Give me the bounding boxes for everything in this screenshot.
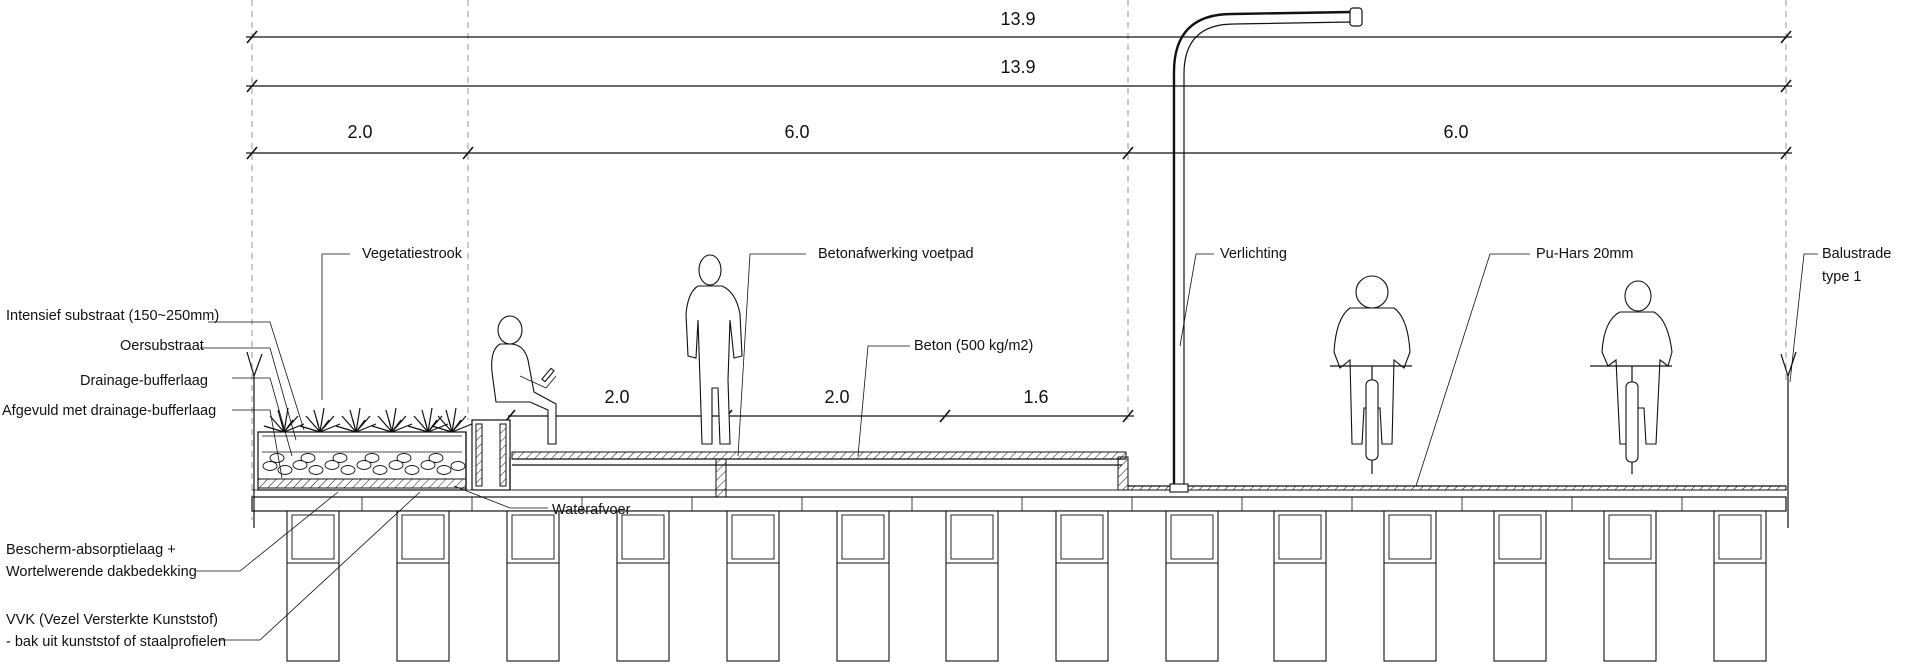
label-intensief-substraat: Intensief substraat (150~250mm) (6, 308, 219, 324)
dimension-segment-3: 6.0 (1443, 122, 1468, 142)
bridge-deck (251, 489, 1787, 512)
dimension-segment-1: 2.0 (347, 122, 372, 142)
dimension-line-total-2: 13.9 (246, 57, 1792, 93)
dimension-total-1: 13.9 (1000, 9, 1035, 29)
dimension-line-segments: 2.0 6.0 6.0 (246, 122, 1792, 160)
label-vvk-1: VVK (Vezel Versterkte Kunststof) (6, 612, 218, 628)
dimension-sub-1: 2.0 (604, 387, 629, 407)
label-oersubstraat: Oersubstraat (120, 338, 204, 354)
dimension-sub-3: 1.6 (1023, 387, 1048, 407)
leader-lines (196, 253, 1818, 641)
label-bescherm-2: Wortelwerende dakbedekking (6, 564, 197, 580)
vegetation-planter (257, 407, 473, 491)
footpath-structure (471, 419, 1129, 498)
plants (263, 407, 473, 433)
standing-person (685, 254, 743, 445)
guide-lines (251, 0, 1787, 520)
support-piers (286, 510, 1767, 662)
label-verlichting: Verlichting (1220, 246, 1287, 262)
dimension-line-total-1: 13.9 (246, 9, 1792, 44)
label-vegetatiestrook: Vegetatiestrook (362, 246, 463, 262)
bike-path-surface (1127, 485, 1787, 491)
label-afgevuld: Afgevuld met drainage-bufferlaag (2, 403, 216, 419)
lamp-post (1169, 7, 1363, 493)
label-balustrade-2: type 1 (1822, 269, 1862, 285)
label-drainage-bufferlaag: Drainage-bufferlaag (80, 373, 208, 389)
balustrade-left (246, 351, 263, 528)
label-balustrade-1: Balustrade (1822, 246, 1891, 262)
dimension-total-2: 13.9 (1000, 57, 1035, 77)
dimension-line-sub: 2.0 2.0 1.6 (504, 387, 1134, 423)
labels: Vegetatiestrook Intensief substraat (150… (2, 246, 1891, 650)
label-beton: Beton (500 kg/m2) (914, 338, 1033, 354)
seated-person (491, 315, 557, 445)
label-vvk-2: - bak uit kunststof of staalprofielen (6, 634, 226, 650)
label-pu-hars: Pu-Hars 20mm (1536, 246, 1634, 262)
label-waterafvoer: Waterafvoer (552, 502, 631, 518)
cyclist-1 (1330, 275, 1412, 474)
dimension-sub-2: 2.0 (824, 387, 849, 407)
dimension-segment-2: 6.0 (784, 122, 809, 142)
label-betonafwerking: Betonafwerking voetpad (818, 246, 974, 262)
cyclist-2 (1590, 280, 1673, 474)
label-bescherm-1: Bescherm-absorptielaag + (6, 542, 176, 558)
